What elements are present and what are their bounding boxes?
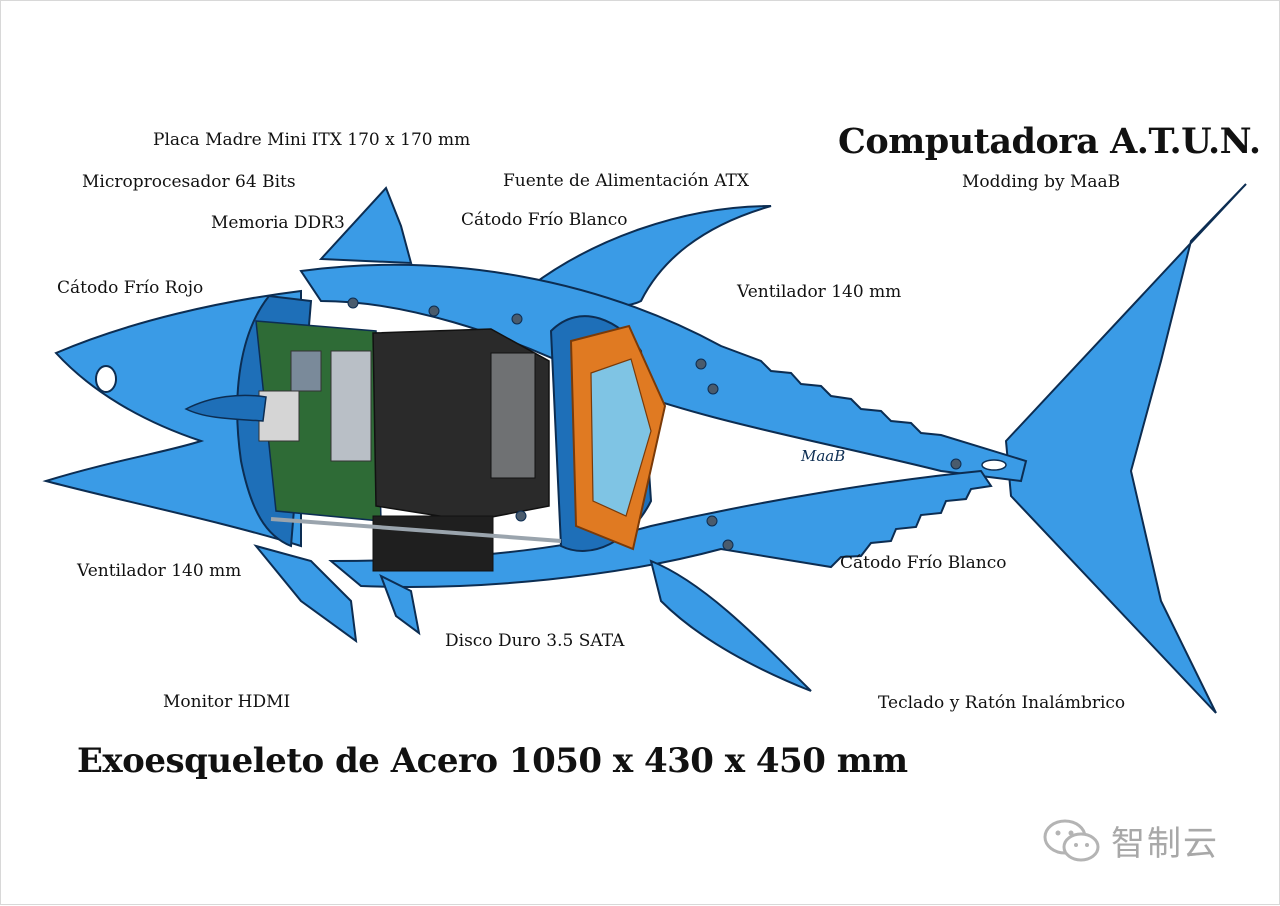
page-subtitle: Modding by MaaB [962, 172, 1121, 192]
pectoral-fin [184, 394, 267, 422]
fan-blades [590, 358, 652, 517]
label-hdd: Disco Duro 3.5 SATA [445, 631, 625, 651]
wechat-icon [1043, 819, 1100, 861]
watermark-text: 智制云 [1111, 824, 1219, 864]
label-red-ccfl: Cátodo Frío Rojo [57, 278, 204, 298]
anal-fin [649, 559, 812, 692]
label-motherboard: Placa Madre Mini ITX 170 x 170 mm [153, 130, 471, 150]
ventral-fin-left [253, 544, 358, 644]
signature-maab: MaaB [801, 447, 846, 465]
cpu-socket [290, 350, 322, 392]
tail-slot [981, 459, 1007, 471]
dorsal-fin-top [318, 186, 413, 265]
page-title: Computadora A.T.U.N. [838, 121, 1261, 162]
label-white-ccfl-top: Cátodo Frío Blanco [461, 210, 628, 230]
lower-rib [328, 469, 993, 588]
label-fan-left: Ventilador 140 mm [77, 561, 242, 581]
label-fan-right: Ventilador 140 mm [737, 282, 902, 302]
support-rod [270, 517, 562, 543]
ram-slots [330, 350, 372, 462]
fish-eye [95, 365, 117, 393]
label-psu: Fuente de Alimentación ATX [503, 171, 749, 191]
label-white-ccfl-bottom: Cátodo Frío Blanco [840, 553, 1007, 573]
dimensions-caption: Exoesqueleto de Acero 1050 x 430 x 450 m… [77, 741, 908, 781]
fish-head [42, 289, 302, 548]
label-keyboard: Teclado y Ratón Inalámbrico [878, 693, 1126, 713]
tail-fin [1004, 183, 1247, 714]
ventral-fin-right [379, 573, 421, 636]
label-memory: Memoria DDR3 [211, 213, 345, 233]
psu-panel [490, 352, 536, 479]
hdd [372, 515, 494, 572]
watermark: 智制云 [1041, 816, 1219, 865]
bolts [347, 297, 962, 551]
label-monitor: Monitor HDMI [163, 692, 291, 712]
label-cpu: Microprocesador 64 Bits [82, 172, 296, 192]
